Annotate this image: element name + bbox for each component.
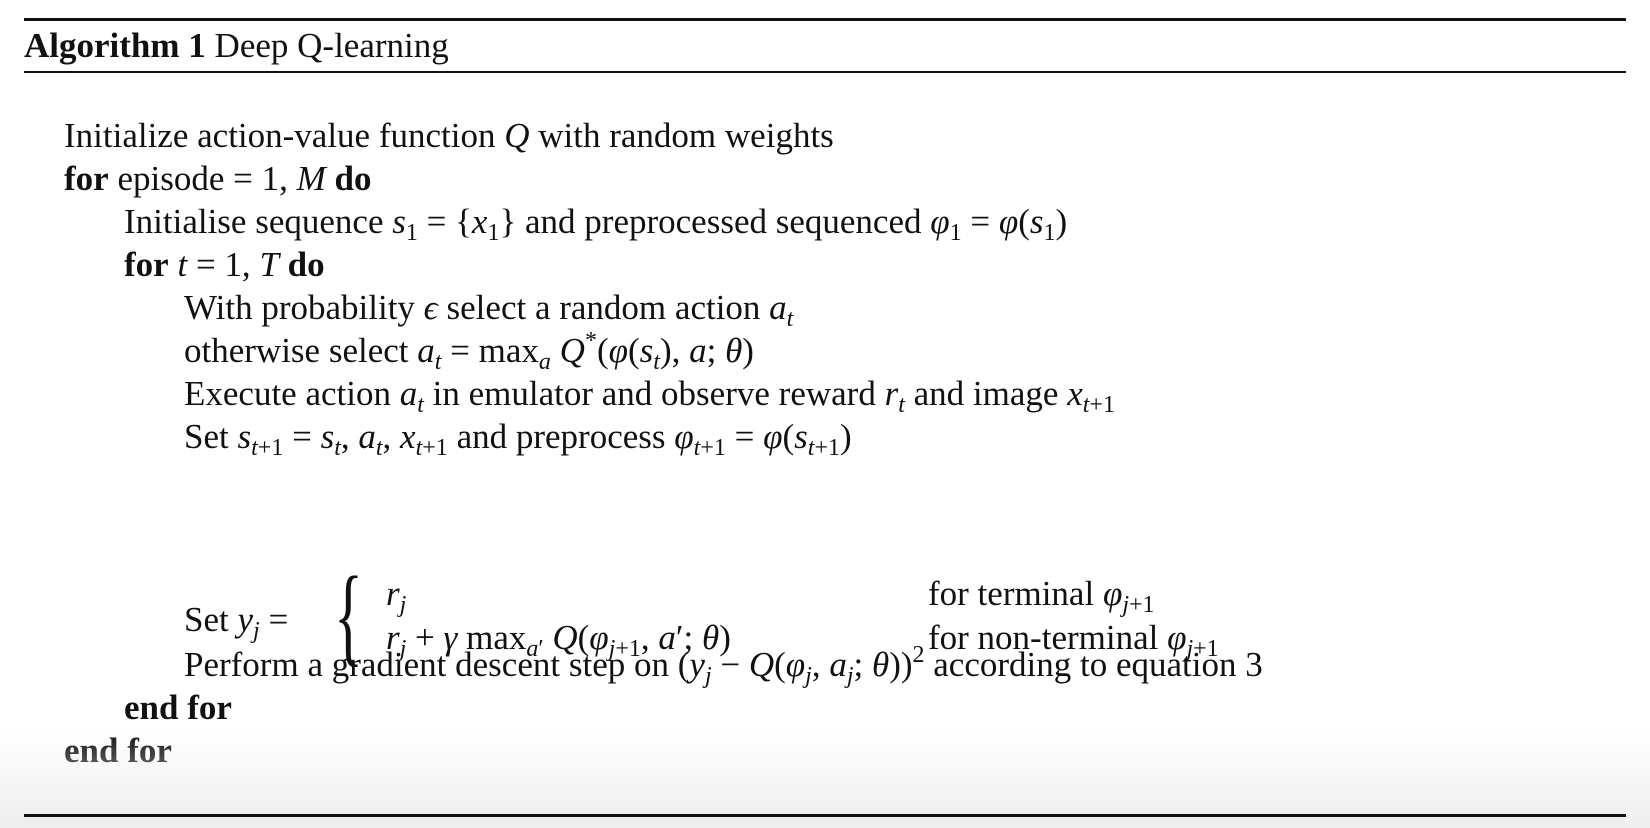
and-pre-seq-text: and preprocessed sequenced [525,202,922,241]
t-symbol: t [177,245,188,284]
init-text: Initialize action-value function [64,116,496,155]
algorithm-caption: Algorithm 1 Deep Q-learning [24,24,449,68]
perform-text: Perform a gradient descent step on [184,645,669,684]
r-t-math: rt [884,374,905,418]
line-execute: Execute action at in emulator and observ… [184,372,1115,418]
a-t-math: at [769,288,794,332]
case-nonterminal-value: rj + γ maxa′ Q(φj+1, a′; θ) [386,618,731,662]
for-keyword: for [64,159,109,198]
otherwise-text: otherwise select [184,331,409,370]
and-preprocess-text: and preprocess [456,417,666,456]
with-prob-text: With probability [184,288,415,327]
case-nonterminal-condition: for non-terminal φj+1 [928,618,1219,662]
end-for-inner: end for [124,688,232,727]
terminal-text: for terminal [928,574,1095,613]
m-symbol: M [296,159,326,198]
line-for-episode: for episode = 1, M do [64,157,371,201]
for-keyword: for [124,245,169,284]
set-text: Set [184,600,229,639]
top-rule [24,18,1626,21]
line-initialize-q: Initialize action-value function Q with … [64,114,834,158]
line-gradient-step: Perform a gradient descent step on (yj −… [184,642,1263,689]
and-image-text: and image [913,374,1059,413]
select-random-text: select a random action [446,288,761,327]
a-t-math: at [399,374,424,418]
set-y-cases: Set yj = { rj rj + γ maxa′ Q(φj+1, a′; θ… [184,560,1284,670]
algorithm-title: Deep Q-learning [214,26,449,65]
do-keyword: do [287,245,325,284]
do-keyword: do [334,159,372,198]
line-otherwise: otherwise select at = maxa Q*(φ(st), a; … [184,328,754,375]
algorithm-label: Algorithm 1 [24,26,206,65]
line-epsilon-random: With probability ϵ select a random actio… [184,286,794,332]
end-for-outer: end for [64,731,172,770]
phi-math: φ1 = φ(s1) [930,202,1068,246]
episode-text: episode = 1, [117,159,288,198]
t-range-text: = 1, [195,245,251,284]
case-terminal-condition: for terminal φj+1 [928,574,1155,618]
epsilon-symbol: ϵ [423,288,438,327]
non-terminal-text: for non-terminal [928,618,1159,657]
line-initialise-sequence: Initialise sequence s1 = {x1} and prepro… [124,200,1068,246]
set-y-lhs: Set yj = [184,598,289,644]
argmax-math: at = maxa Q*(φ(st), a; θ) [417,328,754,375]
state-math: st+1 = st, at, xt+1 [237,417,448,461]
q-symbol: Q [504,116,530,155]
according-text: according to equation 3 [933,645,1263,684]
left-brace: { [334,554,364,676]
in-emulator-text: in emulator and observe reward [432,374,876,413]
case-terminal-value: rj [386,574,407,618]
y-j-math: yj = [237,600,289,644]
seq-math: s1 = {x1} [392,202,517,246]
line-set-state: Set st+1 = st, at, xt+1 and preprocess φ… [184,415,852,461]
init-tail-text: with random weights [538,116,834,155]
init-seq-text: Initialise sequence [124,202,384,241]
set-text: Set [184,417,229,456]
line-for-t: for t = 1, T do [124,243,325,287]
loss-math: (yj − Q(φj, aj; θ))2 [677,642,925,689]
caption-rule [24,71,1626,73]
x-t1-math: xt+1 [1067,374,1115,418]
big-t-symbol: T [259,245,279,284]
bottom-rule [24,814,1626,817]
execute-text: Execute action [184,374,391,413]
phi-t1-math: φt+1 = φ(st+1) [674,417,852,461]
